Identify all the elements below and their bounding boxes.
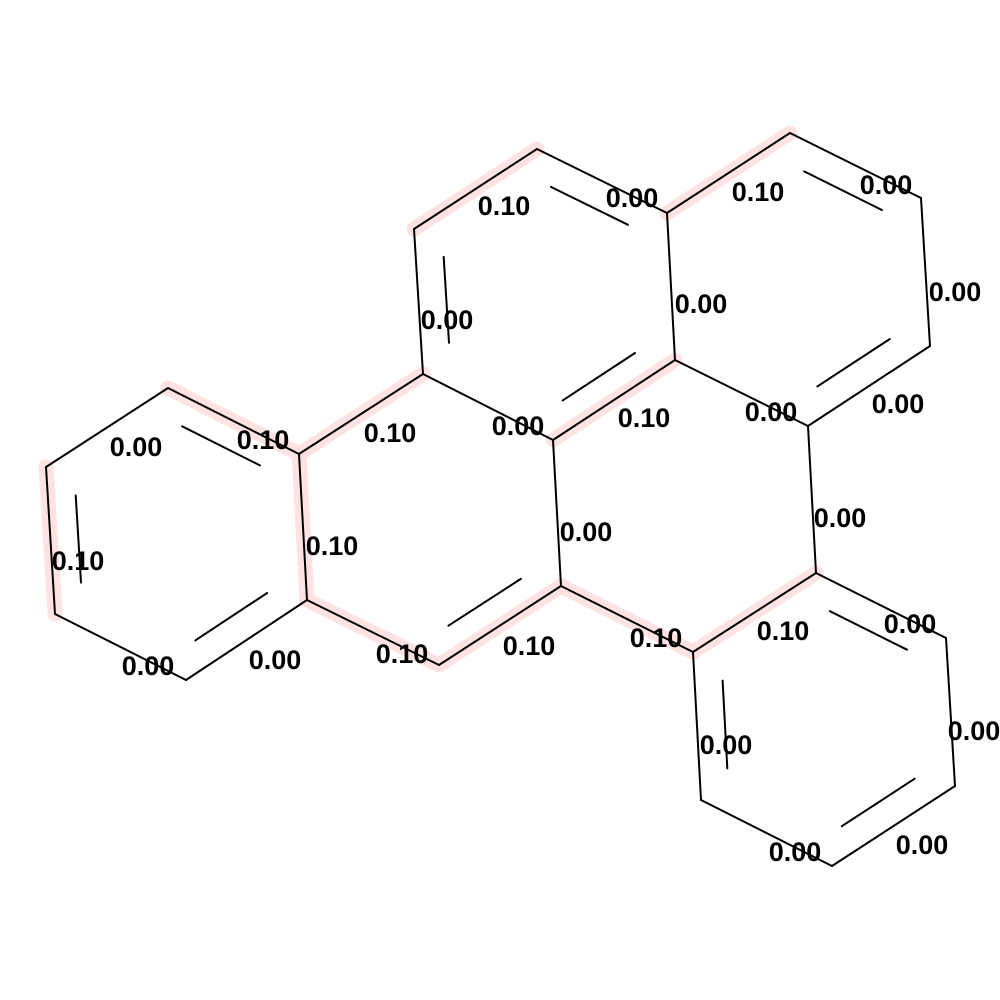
bond-weight-label: 0.00 <box>884 609 937 639</box>
bond-weight-label: 0.00 <box>769 837 822 867</box>
bond-weight-label: 0.10 <box>757 616 810 646</box>
double-bond-inner-line <box>840 777 916 828</box>
double-bond-inner-line <box>803 170 883 211</box>
bond-line <box>560 585 694 653</box>
double-bond-inner-line <box>549 185 629 226</box>
bond-line <box>45 466 56 615</box>
bond-line <box>674 359 809 427</box>
bond-line <box>185 599 308 681</box>
bond-line <box>413 228 424 375</box>
bond-line <box>920 197 931 347</box>
bond-weight-label: 0.00 <box>560 517 613 547</box>
double-bond-inner-line <box>74 494 82 584</box>
bond-weight-label: 0.10 <box>478 191 531 221</box>
bond-line <box>789 132 922 199</box>
double-bond-inner-line <box>442 255 450 344</box>
bond-layer <box>45 132 956 867</box>
bond-line <box>552 439 562 587</box>
bond-line <box>45 387 169 468</box>
bond-weight-label: 0.00 <box>122 651 175 681</box>
bond-weight-label: 0.00 <box>249 645 302 675</box>
bond-line <box>298 373 424 455</box>
double-bond-inner-line <box>561 352 636 402</box>
bond-weight-label: 0.10 <box>503 631 556 661</box>
bond-weight-label: 0.10 <box>732 177 785 207</box>
bond-weight-label: 0.10 <box>630 623 683 653</box>
bond-line <box>666 212 676 361</box>
bond-line <box>666 132 791 214</box>
bond-line <box>438 585 562 666</box>
bond-weight-label: 0.00 <box>492 411 545 441</box>
bond-line <box>807 345 931 427</box>
bond-weight-label: 0.10 <box>618 403 671 433</box>
bond-line <box>700 799 833 867</box>
bond-weight-label: 0.10 <box>306 531 359 561</box>
bond-weight-label: 0.00 <box>700 730 753 760</box>
bond-weight-label: 0.00 <box>860 170 913 200</box>
bond-line <box>306 599 440 666</box>
bond-line <box>552 359 676 441</box>
bond-weight-label: 0.10 <box>376 639 429 669</box>
bond-weight-label: 0.10 <box>237 425 290 455</box>
bond-weight-label: 0.00 <box>675 289 728 319</box>
bond-weight-label: 0.10 <box>52 546 105 576</box>
bond-line <box>298 453 308 601</box>
bond-weight-label: 0.00 <box>929 277 982 307</box>
bond-line <box>536 148 668 214</box>
bond-line <box>807 425 817 574</box>
bond-line <box>945 637 956 787</box>
bond-weight-label: 0.00 <box>814 503 867 533</box>
bond-weight-label: 0.00 <box>896 830 949 860</box>
bond-line <box>413 148 538 230</box>
double-bond-inner-line <box>721 679 729 770</box>
bond-weight-label: 0.00 <box>745 397 798 427</box>
bond-weight-label: 0.10 <box>364 418 417 448</box>
double-bond-inner-line <box>828 610 908 651</box>
double-bond-inner-line <box>194 592 269 642</box>
double-bond-inner-line <box>181 425 261 467</box>
bond-line <box>831 785 956 867</box>
bond-line <box>815 572 947 639</box>
bond-label-layer: 0.00 0.10 0.10 0.00 0.00 0.10 0.10 0.00 0.00 0.10… <box>52 170 1000 867</box>
bond-weight-label: 0.00 <box>606 183 659 213</box>
bond-line <box>692 572 817 653</box>
bond-line <box>167 387 300 455</box>
double-bond-inner-line <box>447 577 522 627</box>
double-bond-inner-line <box>816 338 891 388</box>
bond-weight-label: 0.00 <box>110 432 163 462</box>
bond-highlight-layer <box>38 125 824 673</box>
bond-line <box>692 651 702 801</box>
bond-weight-label: 0.00 <box>421 305 474 335</box>
bond-line <box>422 373 554 441</box>
bond-line <box>54 613 187 681</box>
bond-weight-label: 0.00 <box>872 389 925 419</box>
bond-weight-label: 0.00 <box>948 716 1000 746</box>
